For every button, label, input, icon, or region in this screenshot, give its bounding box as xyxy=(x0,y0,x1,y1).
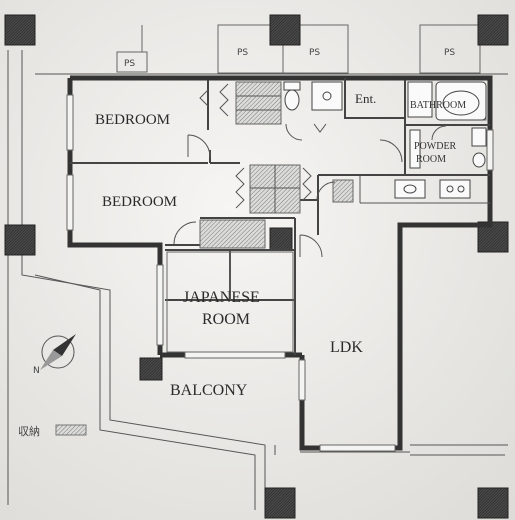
room-label-powder-1: POWDER xyxy=(414,141,457,152)
ps-label-1: PS xyxy=(124,59,135,69)
room-label-powder-2: ROOM xyxy=(416,154,446,165)
compass-north-label: N xyxy=(33,366,40,376)
room-label-entrance: Ent. xyxy=(355,91,376,106)
compass-ring xyxy=(41,335,75,369)
structural-columns xyxy=(4,14,509,519)
legend-storage-swatch xyxy=(55,424,87,436)
room-label-balcony: BALCONY xyxy=(170,382,248,399)
closet-shelves xyxy=(236,95,300,213)
room-label-bathroom: BATHROOM xyxy=(410,100,466,111)
ps-label-2: PS xyxy=(237,48,248,58)
compass: N xyxy=(33,334,76,376)
room-label-bedroom-1: BEDROOM xyxy=(95,112,170,128)
folding-doors xyxy=(199,83,327,209)
room-label-bedroom-2: BEDROOM xyxy=(102,194,177,210)
compass-needle xyxy=(53,334,76,356)
windows xyxy=(66,94,494,452)
interior-walls xyxy=(70,78,490,355)
door-swings xyxy=(173,123,447,258)
fixtures xyxy=(283,81,487,199)
compass-needle-tail xyxy=(40,350,62,370)
room-label-japanese-2: ROOM xyxy=(202,311,250,328)
tatami-grid xyxy=(166,251,294,353)
room-label-japanese-1: JAPANESE xyxy=(183,289,260,306)
legend-storage-label: 収納 xyxy=(18,425,40,438)
ps-label-3: PS xyxy=(309,48,320,58)
ps-label-4: PS xyxy=(444,48,455,58)
legend: 収納 xyxy=(18,424,87,438)
room-label-ldk: LDK xyxy=(330,339,363,356)
